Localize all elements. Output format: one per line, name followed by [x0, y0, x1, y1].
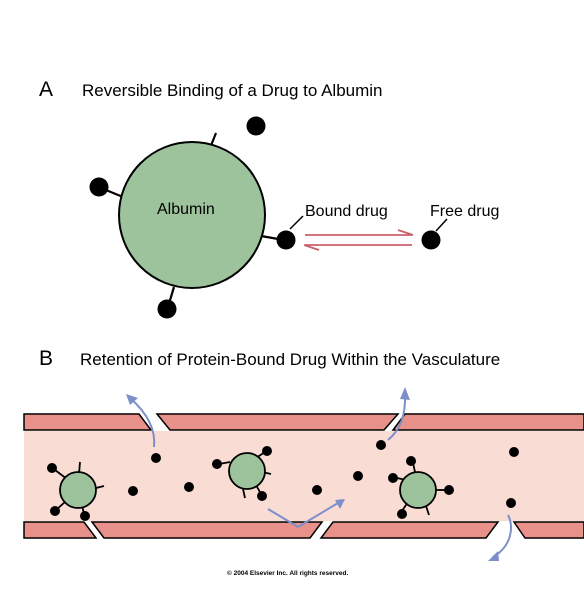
free-drug-leader [435, 218, 448, 232]
albumin-complex [212, 446, 272, 501]
panel-a-title: Reversible Binding of a Drug to Albumin [82, 81, 383, 100]
panel-b-letter: B [39, 347, 54, 370]
free-drug-molecules [128, 440, 519, 508]
panel-b-title: Retention of Protein-Bound Drug Within t… [80, 350, 501, 369]
bound-drug-leader [289, 215, 304, 230]
free-drug-molecule [421, 230, 441, 250]
albumin-label: Albumin [157, 201, 215, 218]
vessel-wall-top [23, 413, 153, 431]
panel-a-letter: A [39, 78, 54, 101]
blood-vessel [23, 413, 584, 539]
vessel-wall-bottom [23, 521, 98, 539]
bound-drug-molecule [276, 230, 296, 250]
drug-molecule [157, 299, 177, 319]
equilibrium-arrows [303, 229, 414, 251]
albumin-complex [388, 456, 454, 519]
vessel-wall-bottom [512, 521, 584, 539]
vessel-lumen [24, 431, 584, 521]
free-drug-label: Free drug [430, 203, 500, 220]
vessel-wall-bottom [90, 521, 324, 539]
drug-molecule [89, 177, 109, 197]
diffusion-arrow-lumen [267, 502, 339, 529]
copyright-notice: © 2004 Elsevier Inc. All rights reserved… [227, 570, 349, 577]
vessel-wall-top [391, 413, 584, 431]
bound-drug-label: Bound drug [305, 203, 388, 220]
arrowheads [126, 387, 499, 561]
vessel-wall-bottom [319, 521, 500, 539]
vessel-wall-top [155, 413, 400, 431]
drug-molecule [246, 116, 266, 136]
albumin-binding-diagram [89, 116, 448, 319]
albumin-complex [47, 461, 105, 521]
albumin-circle [118, 141, 266, 289]
